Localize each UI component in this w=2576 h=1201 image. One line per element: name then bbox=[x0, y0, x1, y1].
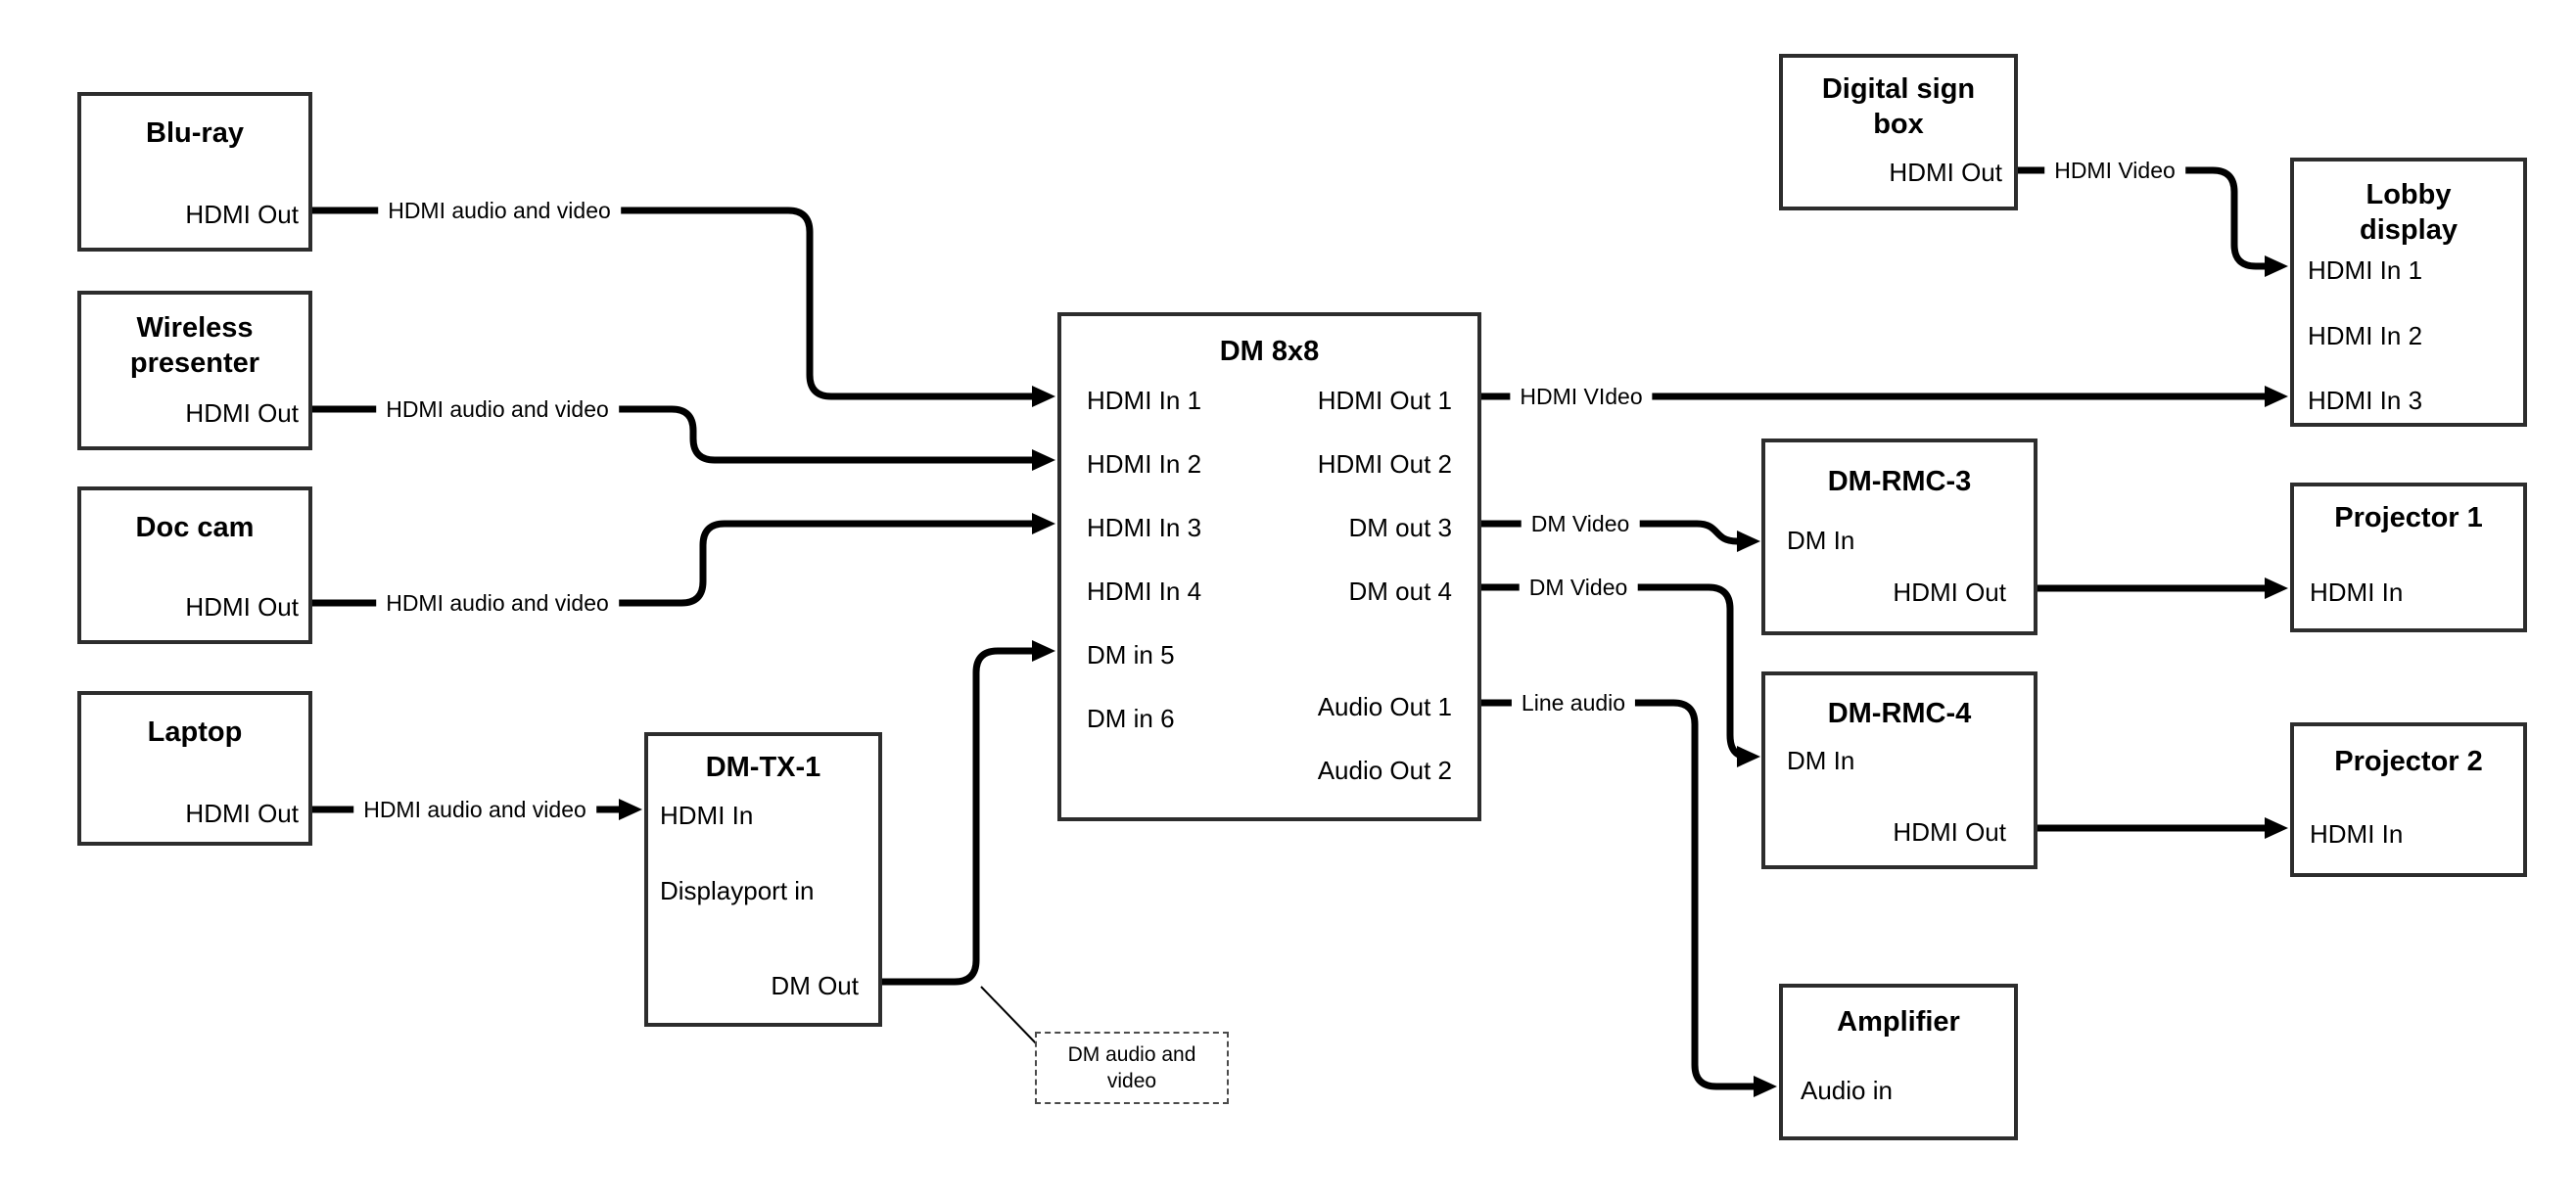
device-box-dm-8x8: DM 8x8 HDMI In 1 HDMI In 2 HDMI In 3 HDM… bbox=[1057, 312, 1481, 821]
arrowhead bbox=[2265, 577, 2288, 599]
wire-label-line-audio: Line audio bbox=[1511, 688, 1636, 717]
port-hdmi-out-1: HDMI Out 1 bbox=[1317, 386, 1452, 415]
arrowhead bbox=[2265, 255, 2288, 277]
box-title: Digital sign box bbox=[1821, 73, 1976, 140]
box-title: DM-TX-1 bbox=[705, 752, 821, 783]
arrowhead bbox=[1737, 746, 1760, 767]
wire-label-laptop-av: HDMI audio and video bbox=[353, 795, 596, 824]
device-box-laptop: Laptop HDMI Out bbox=[77, 691, 312, 846]
wire-dm8x8-audio1-to-amplifier bbox=[1481, 699, 1756, 1090]
port-hdmi-out: HDMI Out bbox=[185, 592, 299, 622]
port-hdmi-in-2: HDMI In 2 bbox=[1087, 449, 1202, 479]
port-audio-in: Audio in bbox=[1801, 1076, 1893, 1105]
port-dm-in: DM In bbox=[1787, 526, 1855, 555]
port-hdmi-out: HDMI Out bbox=[1893, 817, 2006, 847]
device-box-wireless-presenter: Wireless presenter HDMI Out bbox=[77, 291, 312, 450]
wire-dm8x8-out4-to-dmrmc4 bbox=[1481, 583, 1749, 761]
box-title: Wireless presenter bbox=[129, 312, 260, 379]
port-hdmi-in-4: HDMI In 4 bbox=[1087, 577, 1202, 606]
device-box-doc-cam: Doc cam HDMI Out bbox=[77, 486, 312, 644]
port-hdmi-in: HDMI In bbox=[660, 801, 754, 830]
wire-label-out3-video: DM Video bbox=[1521, 509, 1640, 538]
arrowhead bbox=[2265, 386, 2288, 407]
port-dm-out: DM Out bbox=[771, 971, 859, 1000]
device-box-projector-1: Projector 1 HDMI In bbox=[2290, 483, 2527, 632]
arrowhead bbox=[1032, 640, 1055, 662]
device-box-lobby-display: Lobby display HDMI In 1 HDMI In 2 HDMI I… bbox=[2290, 158, 2527, 427]
device-box-amplifier: Amplifier Audio in bbox=[1779, 984, 2018, 1140]
device-box-dm-rmc-4: DM-RMC-4 DM In HDMI Out bbox=[1761, 671, 2037, 869]
arrowhead bbox=[2265, 817, 2288, 839]
wire-sign-to-lobby-in1 bbox=[2018, 166, 2269, 270]
arrowhead bbox=[1032, 449, 1055, 471]
port-displayport-in: Displayport in bbox=[660, 876, 815, 905]
port-hdmi-in-3: HDMI In 3 bbox=[1087, 513, 1202, 542]
note-callout-line bbox=[980, 986, 1039, 1046]
port-dm-in-5: DM in 5 bbox=[1087, 640, 1175, 670]
arrowheads bbox=[619, 255, 2288, 1097]
wire-dm8x8-out3-to-dmrmc3 bbox=[1481, 520, 1739, 545]
port-hdmi-out: HDMI Out bbox=[1889, 158, 2002, 187]
wire-label-out1-video: HDMI VIdeo bbox=[1510, 382, 1653, 411]
port-hdmi-out: HDMI Out bbox=[185, 799, 299, 828]
box-title: DM 8x8 bbox=[1219, 336, 1320, 367]
wire-label-bluray-av: HDMI audio and video bbox=[378, 196, 621, 225]
box-title: DM-RMC-3 bbox=[1827, 466, 1972, 497]
port-hdmi-in-3: HDMI In 3 bbox=[2308, 386, 2423, 415]
arrowhead bbox=[619, 799, 642, 820]
port-hdmi-in-1: HDMI In 1 bbox=[2308, 255, 2423, 285]
arrowhead bbox=[1032, 386, 1055, 407]
arrowhead bbox=[1754, 1076, 1777, 1097]
box-title: Doc cam bbox=[135, 512, 255, 543]
port-hdmi-in: HDMI In bbox=[2310, 819, 2404, 849]
box-title: Amplifier bbox=[1837, 1006, 1960, 1038]
box-title: Lobby display bbox=[2360, 179, 2458, 246]
note-text: DM audio and video bbox=[1067, 1043, 1196, 1092]
port-audio-out-2: Audio Out 2 bbox=[1317, 756, 1452, 785]
port-dm-in-6: DM in 6 bbox=[1087, 704, 1175, 733]
arrowhead bbox=[1032, 513, 1055, 534]
port-hdmi-out: HDMI Out bbox=[185, 200, 299, 229]
wire-bluray-to-dm8x8-in1 bbox=[312, 207, 1036, 400]
port-hdmi-in: HDMI In bbox=[2310, 577, 2404, 607]
wire-label-doccam-av: HDMI audio and video bbox=[376, 588, 619, 618]
device-box-dm-rmc-3: DM-RMC-3 DM In HDMI Out bbox=[1761, 439, 2037, 635]
port-dm-in: DM In bbox=[1787, 746, 1855, 775]
port-audio-out-1: Audio Out 1 bbox=[1317, 692, 1452, 721]
port-hdmi-in-2: HDMI In 2 bbox=[2308, 321, 2423, 350]
box-title: Projector 1 bbox=[2334, 502, 2483, 533]
device-box-digital-sign-box: Digital sign box HDMI Out bbox=[1779, 54, 2018, 210]
note-dm-audio-video: DM audio and video bbox=[1035, 1032, 1229, 1104]
wire-doccam-to-dm8x8-in3 bbox=[312, 520, 1036, 607]
device-box-dm-tx-1: DM-TX-1 HDMI In Displayport in DM Out bbox=[644, 732, 882, 1027]
box-title: Blu-ray bbox=[146, 117, 244, 149]
wire-label-sign-video: HDMI Video bbox=[2044, 156, 2185, 185]
box-title: DM-RMC-4 bbox=[1827, 698, 1972, 729]
wire-label-out4-video: DM Video bbox=[1519, 573, 1638, 602]
box-title: Laptop bbox=[147, 716, 243, 748]
wire-dmtx1-to-dm8x8-in5 bbox=[882, 647, 1036, 986]
port-hdmi-in-1: HDMI In 1 bbox=[1087, 386, 1202, 415]
device-box-projector-2: Projector 2 HDMI In bbox=[2290, 722, 2527, 877]
wire-wireless-to-dm8x8-in2 bbox=[312, 405, 1036, 464]
port-dm-out-3: DM out 3 bbox=[1348, 513, 1453, 542]
arrowhead bbox=[1737, 531, 1760, 552]
device-box-bluray: Blu-ray HDMI Out bbox=[77, 92, 312, 252]
box-title: Projector 2 bbox=[2334, 746, 2483, 777]
port-hdmi-out-2: HDMI Out 2 bbox=[1317, 449, 1452, 479]
wire-label-wireless-av: HDMI audio and video bbox=[376, 394, 619, 424]
port-hdmi-out: HDMI Out bbox=[185, 398, 299, 428]
port-dm-out-4: DM out 4 bbox=[1348, 577, 1453, 606]
port-hdmi-out: HDMI Out bbox=[1893, 577, 2006, 607]
